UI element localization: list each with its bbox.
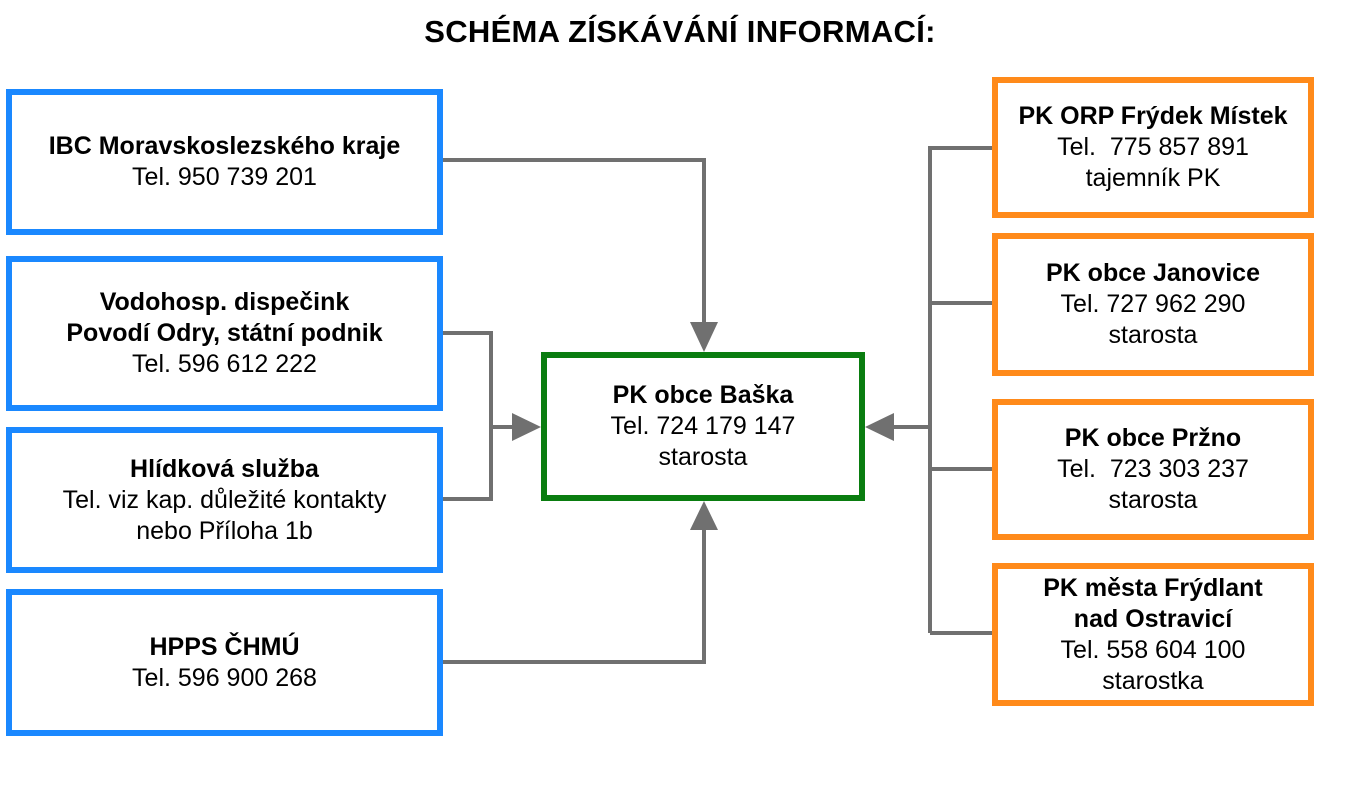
source-hlidkova-name: Hlídková služba	[130, 454, 319, 483]
target-box-frydlant: PK města Frýdlant nad Ostravicí Tel. 558…	[992, 563, 1314, 706]
arrow-into-center-top	[690, 322, 718, 352]
target-frydlant-role: starostka	[1102, 666, 1204, 695]
center-name: PK obce Baška	[612, 381, 794, 409]
connector-vodohosp-bracket	[443, 331, 493, 501]
target-frydlant-phone: Tel. 558 604 100	[1060, 635, 1246, 664]
connector-hpps-to-center	[443, 524, 706, 664]
arrow-into-center-right	[865, 413, 894, 441]
target-przno-name: PK obce Pržno	[1064, 424, 1242, 452]
source-ibc-phone: Tel. 950 739 201	[132, 163, 317, 191]
target-janovice-phone: Tel. 727 962 290	[1060, 290, 1246, 318]
source-box-hpps: HPPS ČHMÚ Tel. 596 900 268	[6, 589, 443, 736]
target-przno-role: starosta	[1108, 486, 1198, 514]
source-box-ibc: IBC Moravskoslezského kraje Tel. 950 739…	[6, 89, 443, 235]
source-hpps-name: HPPS ČHMÚ	[149, 632, 300, 661]
source-hlidkova-phone: Tel. viz kap. důležité kontakty	[62, 485, 387, 514]
target-przno-phone: Tel. 723 303 237	[1057, 455, 1249, 483]
target-box-janovice: PK obce Janovice Tel. 727 962 290 staros…	[992, 233, 1314, 376]
target-janovice-role: starosta	[1108, 321, 1198, 349]
target-orp-role: tajemník PK	[1085, 164, 1221, 192]
center-role: starosta	[658, 443, 748, 471]
connector-ibc-to-center	[443, 158, 706, 330]
source-hlidkova-note: nebo Příloha 1b	[136, 516, 313, 545]
target-orp-name: PK ORP Frýdek Místek	[1018, 102, 1288, 130]
source-vodohosp-org: Povodí Odry, státní podnik	[66, 319, 383, 347]
target-orp-phone: Tel. 775 857 891	[1057, 133, 1249, 161]
source-vodohosp-name: Vodohosp. dispečink	[99, 288, 350, 316]
target-box-orp-frydek: PK ORP Frýdek Místek Tel. 775 857 891 ta…	[992, 77, 1314, 218]
target-frydlant-name: PK města Frýdlant	[1043, 573, 1263, 602]
target-janovice-name: PK obce Janovice	[1046, 259, 1260, 287]
source-box-hlidkova: Hlídková služba Tel. viz kap. důležité k…	[6, 427, 443, 573]
source-vodohosp-phone: Tel. 596 612 222	[132, 350, 317, 378]
center-box-baska: PK obce Baška Tel. 724 179 147 starosta	[541, 352, 865, 501]
diagram-title: SCHÉMA ZÍSKÁVÁNÍ INFORMACÍ:	[424, 14, 936, 49]
target-frydlant-name-cont: nad Ostravicí	[1073, 604, 1233, 633]
arrow-into-center-left	[512, 413, 541, 441]
center-phone: Tel. 724 179 147	[610, 412, 796, 440]
source-hpps-phone: Tel. 596 900 268	[132, 663, 317, 692]
source-box-vodohosp: Vodohosp. dispečink Povodí Odry, státní …	[6, 256, 443, 411]
target-box-przno: PK obce Pržno Tel. 723 303 237 starosta	[992, 399, 1314, 540]
source-ibc-name: IBC Moravskoslezského kraje	[48, 132, 401, 160]
arrow-into-center-bottom	[690, 501, 718, 530]
